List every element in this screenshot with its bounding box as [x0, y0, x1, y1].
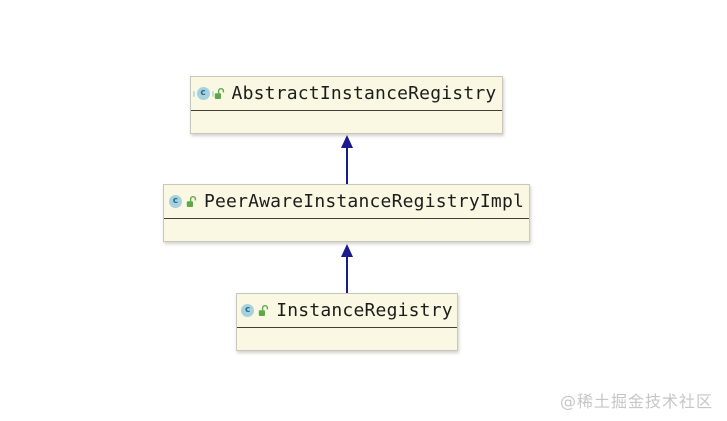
class-icon-letter: c	[172, 196, 179, 206]
class-icon-letter: c	[200, 88, 206, 98]
class-node-header: c InstanceRegistry	[237, 294, 457, 328]
open-lock-icon	[186, 195, 197, 208]
inheritance-arrow-line	[346, 256, 348, 293]
class-node-instance-registry[interactable]: c InstanceRegistry	[236, 293, 458, 351]
class-node-header: c AbstractInstanceRegistry	[191, 77, 502, 111]
class-node-compartment	[237, 328, 457, 350]
class-node-peer-aware-instance-registry-impl[interactable]: c PeerAwareInstanceRegistryImpl	[163, 184, 530, 242]
class-node-compartment	[164, 219, 529, 241]
class-name-label: AbstractInstanceRegistry	[231, 83, 497, 104]
inheritance-arrow-head	[341, 244, 353, 257]
class-icon: c	[192, 87, 214, 100]
open-lock-icon	[214, 87, 225, 100]
inheritance-arrow-line	[346, 147, 348, 184]
class-node-header: c PeerAwareInstanceRegistryImpl	[164, 185, 529, 219]
class-icon: c	[241, 304, 255, 317]
class-node-abstract-instance-registry[interactable]: c AbstractInstanceRegistry	[190, 76, 503, 134]
open-lock-icon	[258, 304, 269, 317]
watermark: @稀土掘金技术社区	[559, 392, 713, 411]
class-name-label: PeerAwareInstanceRegistryImpl	[203, 191, 525, 212]
class-node-compartment	[191, 111, 502, 133]
class-icon: c	[168, 195, 182, 208]
class-icon-letter: c	[245, 305, 251, 315]
class-name-label: InstanceRegistry	[276, 300, 453, 321]
inheritance-arrow-head	[341, 135, 353, 148]
